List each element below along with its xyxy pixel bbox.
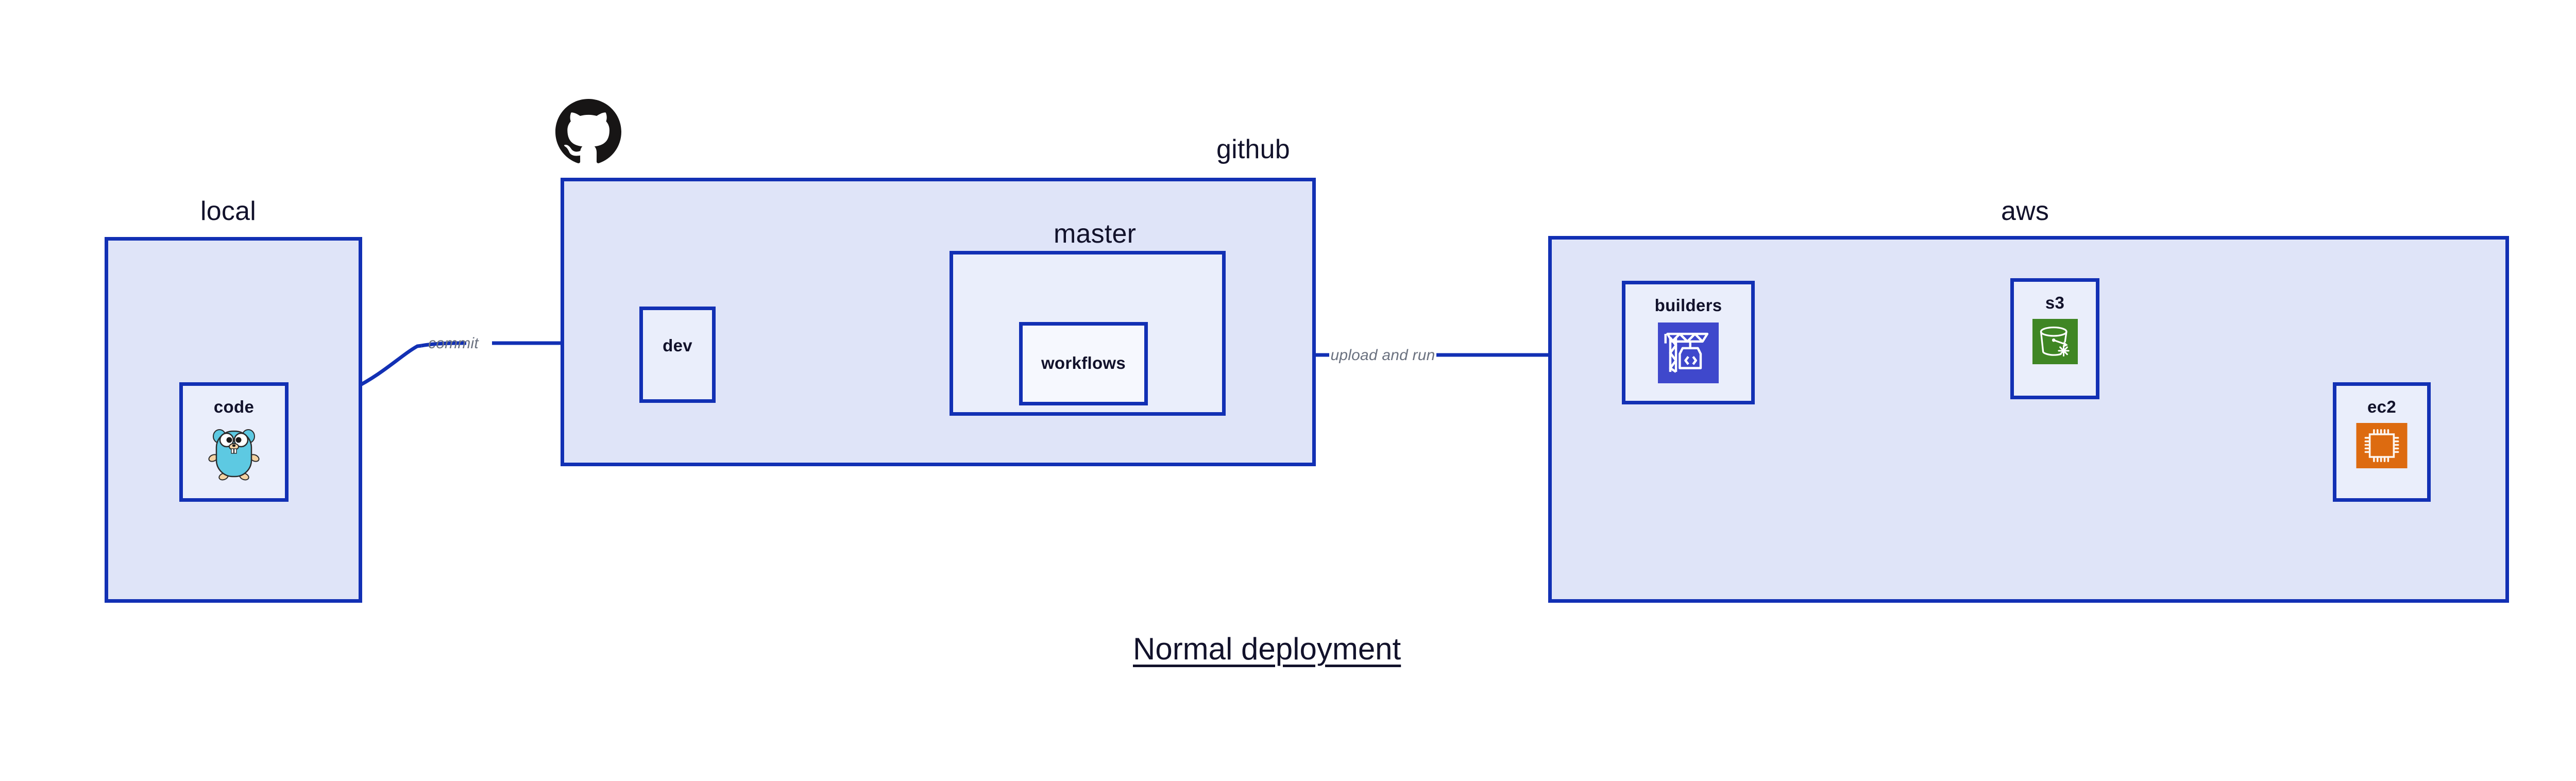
aws-ec2-chip-icon [2356,423,2408,471]
container-label-master: master [1054,219,1137,249]
node-dev[interactable]: dev [639,307,716,403]
node-label-code: code [213,397,255,416]
go-gopher-icon [207,423,261,483]
container-label-aws: aws [2001,196,2049,226]
node-s3[interactable]: s3 [2010,278,2099,399]
edge-label-commit: commit [428,335,479,352]
aws-codebuild-icon [1658,322,1719,386]
edge-label-upload-and-run: upload and run [1330,347,1435,364]
diagram-title: Normal deployment [1133,632,1401,666]
node-label-workflows: workflows [1041,353,1126,372]
node-workflows[interactable]: workflows [1019,322,1148,405]
node-builders[interactable]: builders [1622,281,1755,404]
node-label-builders: builders [1654,296,1722,315]
node-label-dev: dev [663,336,692,355]
container-label-github: github [1216,134,1290,164]
node-ec2[interactable]: ec2 [2333,382,2431,502]
container-label-local: local [200,196,256,226]
aws-s3-glacier-bucket-icon [2032,319,2078,367]
node-label-ec2: ec2 [2367,397,2396,416]
github-logo-icon [555,99,621,165]
node-code[interactable]: code [179,382,289,502]
node-label-s3: s3 [2045,293,2065,312]
